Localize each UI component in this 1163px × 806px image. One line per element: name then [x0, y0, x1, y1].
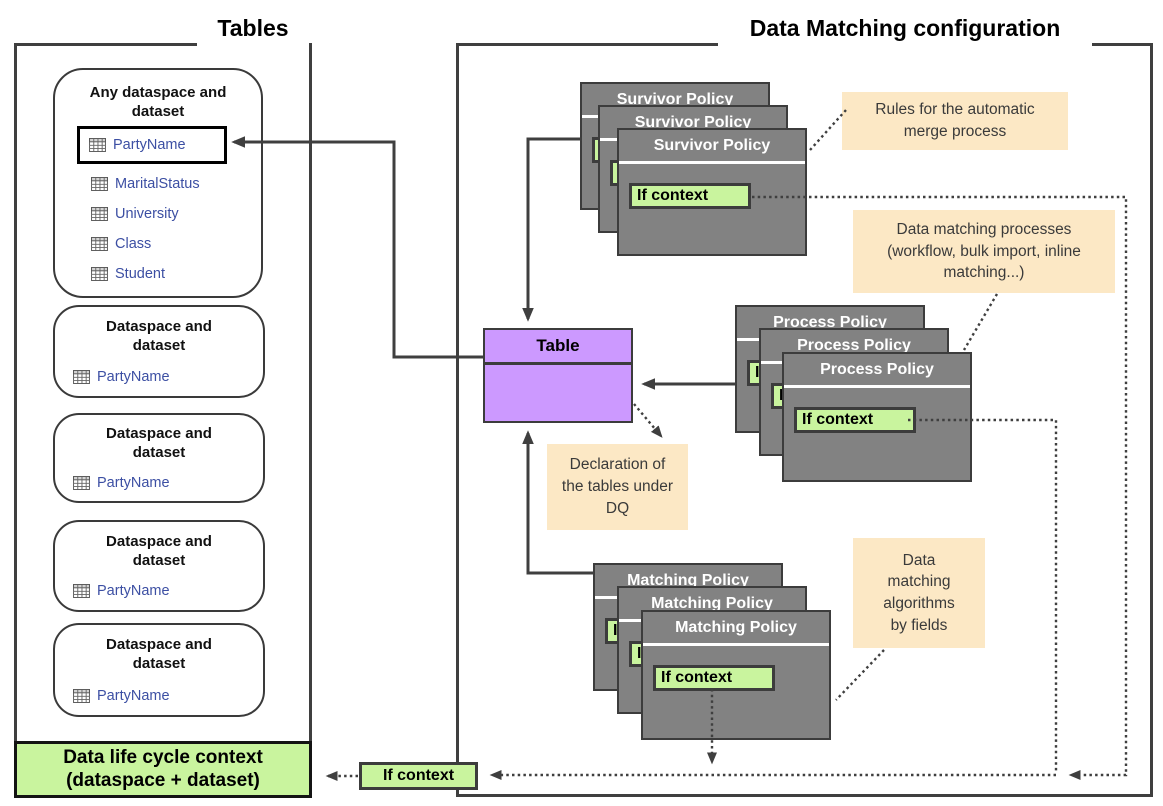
table-link-partyname: PartyName	[73, 688, 170, 704]
table-link-partyname: PartyName	[73, 583, 170, 599]
table-link-label: Class	[115, 236, 152, 252]
if-context-badge: If context	[794, 407, 916, 433]
process-policy-card-front: Process Policy If context	[782, 352, 972, 482]
survivor-policy-card-front: Survivor Policy If context	[617, 128, 807, 256]
table-icon	[91, 267, 108, 281]
policy-title: Matching Policy	[643, 612, 829, 646]
table-link-label: MaritalStatus	[115, 176, 200, 192]
table-link-university: University	[91, 201, 179, 227]
if-context-badge: If context	[629, 183, 751, 209]
table-link-label: Student	[115, 266, 165, 282]
note-survivor-rules: Rules for the automatic merge process	[842, 92, 1068, 150]
table-link-label: PartyName	[97, 688, 170, 704]
tables-panel-title: Tables	[197, 10, 309, 46]
table-icon	[73, 689, 90, 703]
table-link-label: PartyName	[97, 583, 170, 599]
table-icon	[91, 207, 108, 221]
policy-title: Survivor Policy	[619, 130, 805, 164]
dataspace-box-title: Dataspace and dataset	[106, 636, 212, 673]
data-matching-configuration-title: Data Matching configuration	[718, 10, 1092, 46]
dataspace-box-2: Dataspace and dataset PartyName	[53, 413, 265, 503]
table-link-label: PartyName	[97, 369, 170, 385]
lifecycle-line2: (dataspace + dataset)	[66, 769, 260, 791]
table-entity-box: Table	[483, 328, 633, 423]
table-icon	[91, 237, 108, 251]
dataspace-box-3: Dataspace and dataset PartyName	[53, 520, 265, 612]
table-link-maritalstatus: MaritalStatus	[91, 171, 200, 197]
dataspace-box-1: Dataspace and dataset PartyName	[53, 305, 265, 398]
any-dataspace-box: Any dataspace and dataset PartyName Mari…	[53, 68, 263, 298]
table-link-partyname: PartyName	[73, 369, 170, 385]
table-link-label: University	[115, 206, 179, 222]
table-icon	[89, 138, 106, 152]
note-matching-algorithms: Data matching algorithms by fields	[853, 538, 985, 648]
note-matching-processes: Data matching processes (workflow, bulk …	[853, 210, 1115, 293]
table-link-label: PartyName	[97, 475, 170, 491]
table-link-student: Student	[91, 261, 165, 287]
tables-panel	[14, 43, 312, 741]
table-icon	[91, 177, 108, 191]
dataspace-box-4: Dataspace and dataset PartyName	[53, 623, 265, 717]
bottom-if-context-badge: If context	[359, 762, 478, 790]
table-icon	[73, 476, 90, 490]
dataspace-box-title: Dataspace and dataset	[106, 425, 212, 462]
if-context-badge: If context	[653, 665, 775, 691]
any-dataspace-box-title: Any dataspace and dataset	[89, 84, 227, 121]
data-life-cycle-context-box: Data life cycle context (dataspace + dat…	[14, 741, 312, 798]
note-table-declaration: Declaration of the tables under DQ	[547, 444, 688, 530]
policy-title: Process Policy	[784, 354, 970, 388]
table-link-partyname: PartyName	[73, 475, 170, 491]
dataspace-box-title: Dataspace and dataset	[106, 533, 212, 570]
table-link-class: Class	[91, 231, 151, 257]
matching-policy-card-front: Matching Policy If context	[641, 610, 831, 740]
table-icon	[73, 370, 90, 384]
dataspace-box-title: Dataspace and dataset	[106, 318, 212, 355]
table-link-partyname-highlighted: PartyName	[77, 126, 227, 164]
table-entity-title: Table	[485, 330, 631, 365]
table-icon	[73, 584, 90, 598]
lifecycle-line1: Data life cycle context	[63, 747, 263, 769]
table-link-label: PartyName	[113, 137, 186, 153]
